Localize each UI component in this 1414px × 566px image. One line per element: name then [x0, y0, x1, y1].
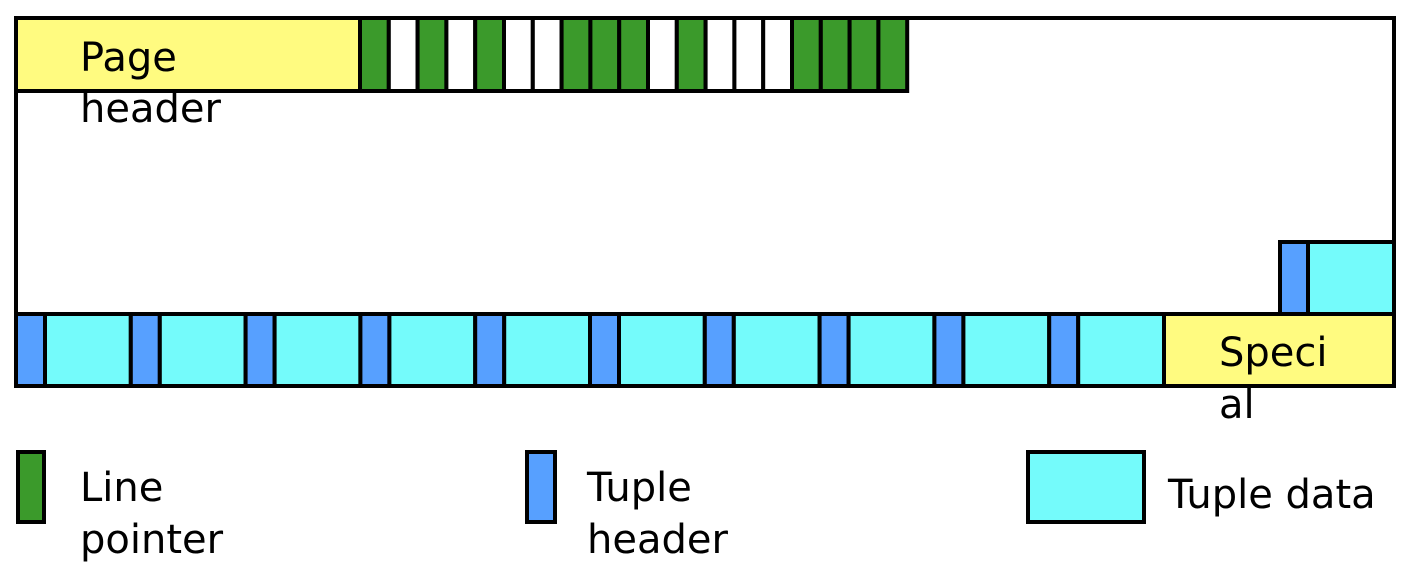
tuple-data-box: [617, 312, 707, 388]
line-pointer-used: [358, 16, 391, 93]
line-pointer-used: [617, 16, 651, 93]
legend-label-tuple-header-line2: header: [587, 517, 728, 563]
line-pointer-empty: [530, 16, 564, 93]
tuple-header-box: [702, 312, 736, 388]
line-pointer-empty: [761, 16, 795, 93]
tuple-data-box: [272, 312, 363, 388]
line-pointer-array: [358, 16, 910, 93]
page-header-box: [14, 16, 362, 93]
tuple-data-box: [731, 312, 822, 388]
tuple-data-box: [961, 312, 1052, 388]
tuple-data-box: [1076, 312, 1166, 388]
page-header-label-line1: Page: [80, 35, 177, 81]
special-space-box: [1162, 312, 1396, 388]
line-pointer-empty: [444, 16, 478, 93]
tuple-header-box: [1047, 312, 1081, 388]
line-pointer-used: [847, 16, 881, 93]
tuple-data-box: [157, 312, 248, 388]
line-pointer-empty: [386, 16, 420, 93]
legend-label-tuple-data: Tuple data: [1167, 472, 1376, 518]
legend-label-line-pointer-line2: pointer: [80, 517, 224, 563]
line-pointer-empty: [732, 16, 766, 93]
tuple-row: [14, 312, 1166, 388]
tuple-data-box: [387, 312, 478, 388]
special-label-line2: al: [1219, 382, 1255, 428]
legend-swatch-line-pointer: [16, 450, 46, 524]
tuple-header-box: [473, 312, 507, 388]
line-pointer-used: [790, 16, 823, 93]
tuple-header-box: [932, 312, 966, 388]
line-pointer-used: [876, 16, 910, 93]
legend-swatch-tuple-data: [1026, 450, 1146, 524]
legend: Line pointer Tuple header Tuple data: [16, 450, 1376, 563]
line-pointer-used: [674, 16, 708, 93]
tuple-header-box: [817, 312, 851, 388]
tuple-data-box: [502, 312, 593, 388]
line-pointer-empty: [703, 16, 737, 93]
tuple-header-box: [588, 312, 621, 388]
line-pointer-used: [559, 16, 593, 93]
tuple-header-box: [1278, 240, 1310, 316]
legend-label-tuple-header-line1: Tuple: [586, 465, 692, 511]
line-pointer-used: [818, 16, 852, 93]
tuple-data-box: [1306, 240, 1396, 316]
line-pointer-empty: [502, 16, 535, 93]
page-header-label-line2: header: [80, 86, 221, 132]
line-pointer-used: [588, 16, 622, 93]
tuple-data-box: [43, 312, 133, 388]
line-pointer-empty: [646, 16, 679, 93]
tuple-header-box: [358, 312, 392, 388]
tuple-header-box: [128, 312, 162, 388]
legend-swatch-tuple-header: [525, 450, 557, 524]
newest-tuple: [1278, 240, 1396, 316]
line-pointer-used: [415, 16, 449, 93]
line-pointer-used: [473, 16, 507, 93]
special-label-line1: Speci: [1219, 330, 1328, 376]
tuple-header-box: [14, 312, 47, 388]
tuple-data-box: [846, 312, 937, 388]
legend-label-line-pointer-line1: Line: [80, 465, 163, 511]
tuple-header-box: [243, 312, 277, 388]
